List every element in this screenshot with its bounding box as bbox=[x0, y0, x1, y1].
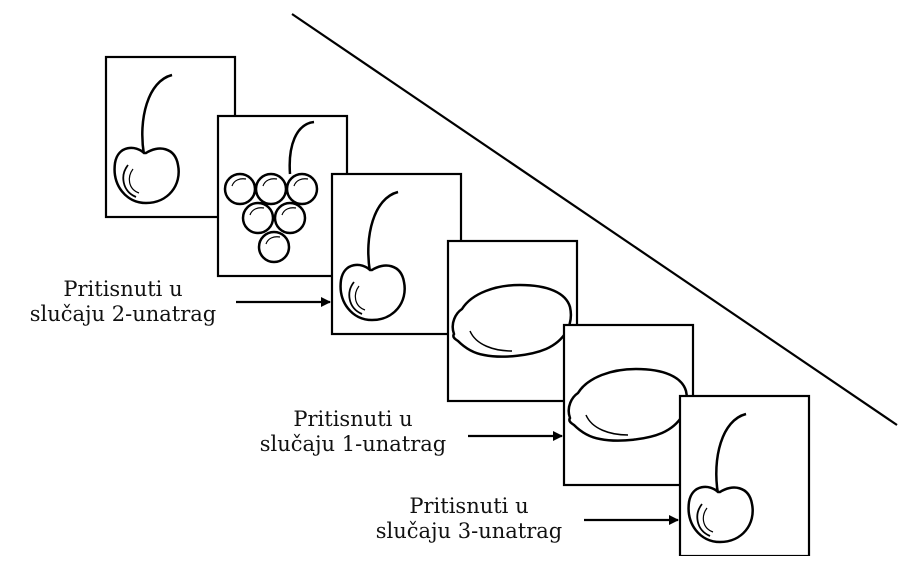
card-5-lemon bbox=[562, 323, 695, 487]
card-3-cherry bbox=[330, 172, 463, 336]
annotation-2-back-line1: Pritisnuti u bbox=[63, 277, 183, 301]
annotation-3-back: Pritisnuti u slučaju 3-unatrag bbox=[354, 494, 584, 544]
annotation-1-back-line1: Pritisnuti u bbox=[293, 407, 413, 431]
annotation-1-back-line2: slučaju 1-unatrag bbox=[259, 432, 447, 456]
annotation-2-back-line2: slučaju 2-unatrag bbox=[29, 302, 217, 326]
annotation-1-back: Pritisnuti u slučaju 1-unatrag bbox=[238, 407, 468, 457]
annotation-2-back: Pritisnuti u slučaju 2-unatrag bbox=[4, 277, 242, 327]
card-6-cherry bbox=[678, 394, 811, 558]
card-4-lemon bbox=[446, 239, 579, 403]
timeline-diagonal-line bbox=[291, 13, 898, 426]
annotation-3-back-line1: Pritisnuti u bbox=[409, 494, 529, 518]
card-2-grapes bbox=[216, 114, 349, 278]
card-1-cherry bbox=[104, 55, 237, 219]
annotation-3-back-line2: slučaju 3-unatrag bbox=[375, 519, 563, 543]
